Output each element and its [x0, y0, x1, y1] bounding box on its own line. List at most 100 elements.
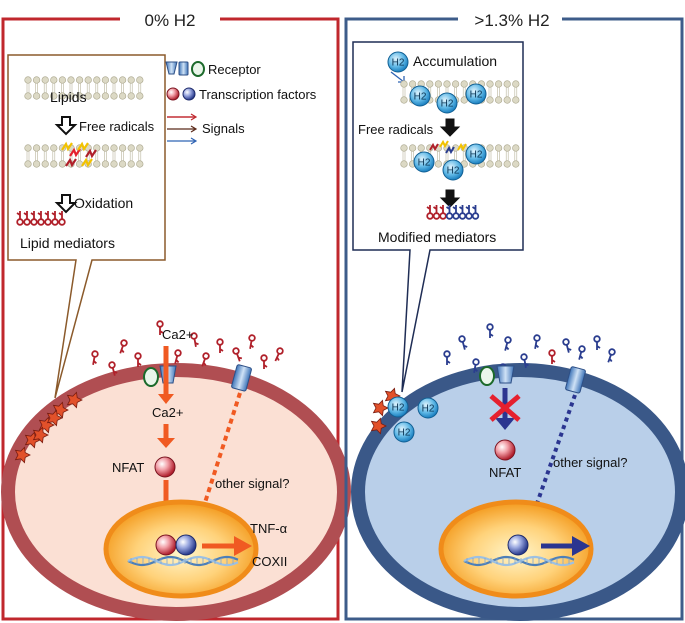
lipid-head	[24, 76, 32, 84]
h2-label: H2	[392, 403, 405, 414]
mediator-tail	[465, 205, 470, 213]
lipid-head	[50, 160, 58, 168]
lipid-head	[41, 144, 49, 152]
lipid-head	[127, 160, 135, 168]
mediator-tail	[439, 205, 444, 213]
nfat-label: NFAT	[112, 460, 144, 475]
lipid-tail	[402, 151, 406, 161]
mediator-tail	[446, 357, 451, 365]
lipid-head	[110, 76, 118, 84]
mediator-icon	[119, 339, 128, 354]
receptor-icon	[191, 61, 205, 77]
lipid-head	[41, 76, 49, 84]
mediator-icon	[232, 347, 243, 362]
mediator-icon	[58, 211, 66, 226]
lipid-tail	[129, 83, 133, 93]
lipid-head	[127, 144, 135, 152]
lipid-head	[75, 76, 84, 84]
h2-label: H2	[447, 166, 460, 177]
lipid-tail	[488, 87, 492, 97]
radical-burst-icon	[24, 431, 41, 449]
lipid-tail	[112, 83, 116, 93]
h2-icon	[465, 143, 487, 165]
lipid-tail	[462, 151, 466, 161]
lipid-mediators-label: Lipid mediators	[20, 235, 115, 251]
radical-burst-icon	[372, 399, 389, 417]
lipids-label: Lipids	[50, 89, 87, 105]
mediator-tail	[578, 351, 584, 360]
signal-blue-arrow	[167, 137, 198, 145]
mediator-tail	[551, 356, 556, 364]
mediator-icon	[452, 205, 460, 220]
tnf-label: TNF-α	[250, 521, 288, 536]
lipid-head	[41, 160, 49, 168]
mediator-icon	[156, 320, 164, 335]
receptor-icon	[479, 366, 495, 386]
lipid-head	[443, 80, 451, 88]
mediator-icon	[533, 334, 541, 349]
mediator-head	[260, 354, 268, 362]
oxidized-membrane-icon	[14, 391, 83, 464]
radical-icon	[445, 145, 455, 155]
lipid-tail	[78, 83, 81, 93]
lipid-head	[118, 160, 127, 168]
free-radicals-label: Free radicals	[79, 119, 155, 134]
oxidation-label: Oxidation	[74, 195, 133, 211]
lipid-head	[32, 92, 41, 100]
mediator-icon	[216, 338, 224, 353]
mediator-icon	[426, 205, 434, 220]
mediator-tail	[504, 342, 510, 351]
lipid-head	[400, 96, 408, 104]
lipid-tail	[61, 151, 64, 161]
mediator-head	[190, 332, 198, 340]
mediator-head	[232, 347, 240, 355]
radical-burst-icon	[32, 426, 49, 444]
lipid-head	[127, 76, 135, 84]
lipid-head	[67, 92, 75, 100]
lipid-tail	[411, 151, 414, 161]
mediator-icon	[190, 332, 199, 347]
nfat-factor-icon	[494, 439, 516, 461]
mediator-head	[23, 218, 31, 226]
lipid-head	[503, 144, 511, 152]
lipid-head	[400, 144, 408, 152]
mediator-icon	[548, 349, 556, 364]
h2-icon	[436, 92, 458, 114]
lipid-head	[495, 144, 503, 152]
right-other-signal-label: other signal?	[553, 455, 627, 470]
lipid-tail	[121, 83, 124, 93]
mediator-head	[51, 218, 59, 226]
lipid-head	[452, 80, 460, 88]
lipid-head	[24, 92, 32, 100]
lipid-tail	[95, 83, 99, 93]
lipid-tail	[505, 151, 509, 161]
mediator-tail	[37, 211, 42, 219]
lipid-head	[136, 160, 144, 168]
mediator-tail	[461, 341, 468, 350]
lipid-tail	[437, 87, 440, 97]
left-callout-box	[7, 54, 166, 399]
mediator-icon	[274, 347, 284, 362]
lipid-head	[50, 144, 58, 152]
mediator-tail	[58, 211, 63, 219]
lipid-head	[75, 92, 84, 100]
h2-icon	[409, 85, 431, 107]
mediator-icon	[458, 205, 467, 220]
lipid-tail	[488, 151, 492, 161]
mediator-tail	[219, 345, 224, 353]
mediator-icon	[486, 323, 494, 338]
extracellular-mediators	[91, 320, 284, 376]
lipid-tail	[43, 83, 47, 93]
lipid-tail	[138, 83, 142, 93]
mediator-icon	[445, 205, 454, 220]
lipid-tail	[445, 151, 449, 161]
mediator-head	[548, 349, 556, 357]
lipid-tail	[138, 151, 142, 161]
mediator-head	[134, 352, 142, 360]
mediator-head	[202, 352, 210, 360]
mediator-head	[156, 320, 164, 328]
lipid-head	[486, 80, 494, 88]
modified-mediators-label: Modified mediators	[378, 229, 496, 245]
